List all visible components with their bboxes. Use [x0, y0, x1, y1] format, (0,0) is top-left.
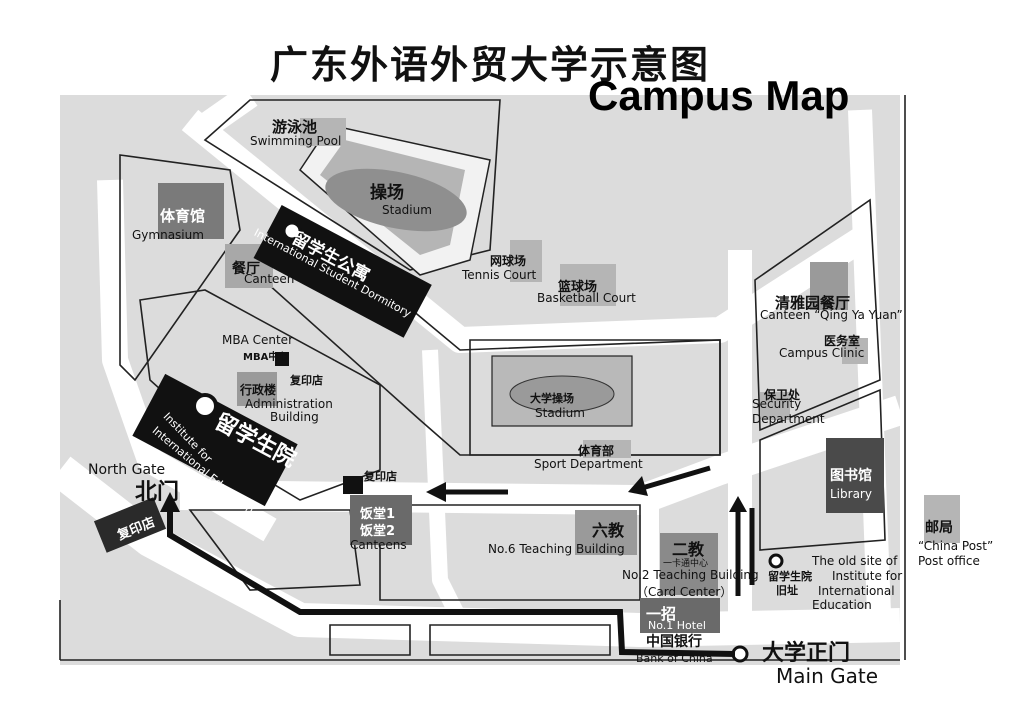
map-title-cn: 广东外语外贸大学示意图 — [270, 43, 711, 87]
arrow-heads-icon — [426, 476, 747, 512]
institute-building[interactable] — [132, 373, 298, 507]
map-title-en: Campus Map — [588, 72, 850, 119]
main-gate-label-cn: 大学正门 — [762, 641, 851, 666]
stadium-top — [299, 124, 491, 276]
library-label-en: Library — [830, 487, 872, 501]
oldsite-label-cn2: 旧址 — [776, 584, 798, 597]
buildings — [158, 118, 960, 633]
stadium-label-cn: 操场 — [370, 183, 404, 203]
admin-label-en1: Administration — [245, 397, 333, 411]
canteen2-label: 饭堂2 — [360, 524, 396, 539]
dorm-marker-icon — [282, 221, 302, 241]
route-arrow-icon — [160, 492, 180, 512]
sport-dept-label-en: Sport Department — [534, 457, 643, 471]
route-line — [167, 502, 736, 657]
qingyayuan-label-cn: 清雅园餐厅 — [775, 294, 851, 312]
canteen-label-cn: 餐厅 — [232, 261, 260, 277]
sport-dept-label-cn: 体育部 — [578, 444, 615, 458]
qingyayuan-label-en: Canteen “Qing Ya Yuan” — [760, 308, 903, 322]
tennis-court-block[interactable] — [510, 240, 542, 282]
mba-label-en: MBA Center — [222, 333, 293, 347]
canteen1-label: 饭堂1 — [360, 507, 396, 522]
oldsite-label-en4: Education — [812, 598, 872, 612]
north-print-shop[interactable] — [93, 497, 167, 553]
hotel-label-cn: 一招 — [646, 605, 677, 623]
oldsite-label-en2: Institute for — [832, 569, 903, 583]
b6-label-en: No.6 Teaching Building — [488, 542, 625, 556]
institute-marker-icon — [192, 393, 218, 419]
canteens-building[interactable] — [350, 495, 412, 545]
b2-label-en: No.2 Teaching Building — [622, 568, 759, 582]
library-building[interactable] — [826, 438, 884, 513]
security-label-cn: 保卫处 — [764, 388, 801, 402]
post-label-en2: Post office — [918, 554, 980, 568]
card-center-label-en: （Card Center） — [636, 585, 733, 599]
admin-label-en2: Building — [270, 410, 319, 424]
basketball-label-en: Basketball Court — [537, 291, 636, 305]
canteens-label-en: Canteens — [350, 538, 407, 552]
canteen-label-en: Canteen — [244, 272, 295, 286]
oldsite-label-en1: The old site of — [812, 554, 898, 568]
clinic-label-en: Campus Clinic — [779, 346, 865, 360]
clinic-label-cn: 医务室 — [824, 334, 861, 348]
post-office-building[interactable] — [924, 495, 960, 543]
print-shop-3-label: 复印店 — [364, 470, 397, 483]
post-label-en1: “China Post” — [918, 539, 994, 553]
stadium2-label-en: Stadium — [535, 406, 585, 420]
security-label-en2: Department — [752, 412, 825, 426]
no6-building[interactable] — [575, 510, 637, 555]
pool-label-en: Swimming Pool — [250, 134, 342, 148]
gymnasium-building[interactable] — [158, 183, 224, 239]
north-gate-label-cn: 北门 — [135, 480, 180, 505]
hotel-building[interactable] — [640, 598, 720, 633]
direction-arrows — [440, 465, 755, 596]
right-margin — [900, 95, 1024, 665]
mba-label-cn: MBA中心 — [243, 352, 289, 363]
security-label-en1: Security — [752, 397, 802, 411]
north-gate-label-en: North Gate — [88, 462, 166, 478]
b2-label-cn: 二教 — [672, 540, 705, 559]
main-gate-marker-icon — [731, 645, 749, 663]
no2-building[interactable] — [660, 533, 718, 595]
pool-label-cn: 游泳池 — [272, 118, 318, 136]
stadium-label-en: Stadium — [382, 203, 432, 217]
stadium-lower — [491, 355, 633, 427]
gym-label-cn: 体育馆 — [160, 207, 206, 225]
security-building[interactable] — [760, 392, 790, 420]
gym-label-en: Gymnasium — [132, 228, 204, 242]
clinic-building[interactable] — [842, 338, 868, 364]
basketball-label-cn: 篮球场 — [558, 280, 598, 295]
boc-label-cn: 中国银行 — [646, 634, 702, 650]
pool-block[interactable] — [300, 118, 346, 146]
post-label-cn: 邮局 — [925, 520, 953, 536]
oldsite-label-cn1: 留学生院 — [768, 570, 812, 583]
tennis-label-en: Tennis Court — [462, 268, 537, 282]
mba-center-block[interactable] — [275, 352, 289, 366]
tennis-label-cn: 网球场 — [490, 254, 527, 268]
boc-label-en: Bank of China — [636, 652, 713, 665]
print-shop-3[interactable] — [343, 476, 363, 494]
admin-building[interactable] — [237, 372, 277, 406]
qingyayuan-building[interactable] — [810, 262, 848, 310]
oldsite-label-en3: International — [818, 584, 895, 598]
oldsite-marker-icon — [768, 553, 784, 569]
main-gate-label-en: Main Gate — [776, 664, 879, 688]
admin-label-cn: 行政楼 — [240, 383, 277, 397]
sport-dept-block[interactable] — [583, 440, 631, 458]
hotel-label-en: No.1 Hotel — [648, 619, 706, 632]
library-label-cn: 图书馆 — [830, 468, 872, 484]
print-shop-1-label: 复印店 — [290, 374, 323, 387]
basketball-court-block[interactable] — [560, 264, 616, 306]
b6-label-cn: 六教 — [592, 521, 625, 540]
card-center-label-cn: 一卡通中心 — [663, 559, 709, 569]
stadium2-label-cn: 大学操场 — [530, 392, 574, 405]
